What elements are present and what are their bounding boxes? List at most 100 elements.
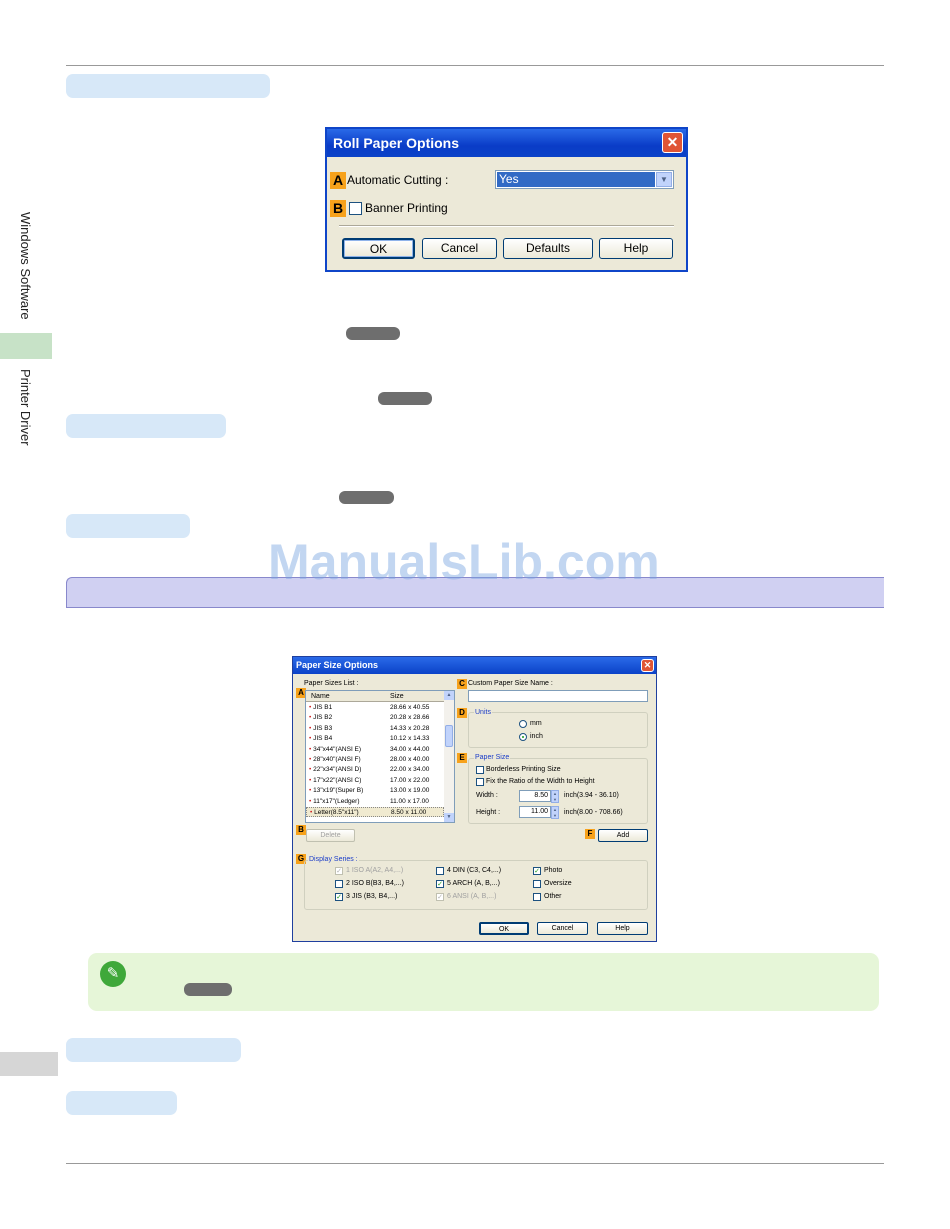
callout-badge-b: B <box>296 825 306 835</box>
list-item[interactable]: • 28"x40"(ANSI F)28.00 x 40.00 <box>306 755 444 765</box>
footer-rule <box>66 1163 884 1164</box>
series-photo-checkbox[interactable]: ✓ <box>533 867 541 875</box>
list-item[interactable]: • 34"x44"(ANSI E)34.00 x 44.00 <box>306 745 444 755</box>
page-reference-link[interactable] <box>346 327 400 340</box>
height-spinner[interactable]: ▲▼ <box>551 806 559 819</box>
list-item[interactable]: • 22"x34"(ANSI D)22.00 x 34.00 <box>306 765 444 775</box>
dialog-titlebar: Paper Size Options ✕ <box>293 657 656 674</box>
width-range: inch(3.94 - 36.10) <box>564 792 619 799</box>
note-box: ✎ <box>88 953 879 1011</box>
series-jis-label: 3 JIS (B3, B4,...) <box>346 893 398 900</box>
callout-badge-a: A <box>296 688 306 698</box>
header-rule <box>66 65 884 66</box>
paper-size-name: • JIS B4 <box>309 735 333 743</box>
scroll-down-icon[interactable]: ▼ <box>444 813 454 822</box>
list-header: Name Size <box>306 691 444 702</box>
paper-size-name: • 11"x17"(Ledger) <box>309 797 360 805</box>
paper-size-dimensions: 28.00 x 40.00 <box>390 756 430 763</box>
paper-size-dimensions: 20.28 x 28.66 <box>390 714 430 722</box>
series-arch-checkbox[interactable]: ✓ <box>436 880 444 888</box>
paper-size-name: • 13"x19"(Super B) <box>309 787 364 795</box>
page-reference-link[interactable] <box>184 983 232 996</box>
ok-button[interactable]: OK <box>342 238 415 259</box>
paper-size-dimensions: 11.00 x 17.00 <box>390 797 429 805</box>
defaults-button[interactable]: Defaults <box>503 238 593 259</box>
scroll-thumb[interactable] <box>445 725 453 747</box>
series-jis-checkbox[interactable]: ✓ <box>335 893 343 901</box>
dialog-title: Roll Paper Options <box>333 135 460 151</box>
heading-pill <box>66 1091 177 1115</box>
close-icon[interactable]: ✕ <box>641 659 654 672</box>
cancel-button[interactable]: Cancel <box>422 238 497 259</box>
paper-size-name: • 17"x22"(ANSI C) <box>309 776 362 784</box>
list-scrollbar[interactable]: ▲ ▼ <box>444 691 454 822</box>
column-header-name[interactable]: Name <box>311 693 330 700</box>
banner-printing-checkbox[interactable] <box>349 202 362 215</box>
dialog-title: Paper Size Options <box>296 660 379 670</box>
paper-size-name: • JIS B2 <box>309 714 333 722</box>
width-spinner[interactable]: ▲▼ <box>551 790 559 803</box>
add-button[interactable]: Add <box>598 829 648 842</box>
series-iso-a-label: 1 ISO A(A2, A4,...) <box>346 867 404 874</box>
banner-printing-label: Banner Printing <box>365 201 448 215</box>
ok-button[interactable]: OK <box>479 922 529 935</box>
page-reference-link[interactable] <box>378 392 432 405</box>
delete-button[interactable]: Delete <box>306 829 355 842</box>
column-header-size[interactable]: Size <box>390 693 404 700</box>
height-label: Height : <box>476 809 501 816</box>
series-photo-label: Photo <box>544 867 563 874</box>
units-group <box>468 712 648 748</box>
list-item[interactable]: • Letter(8.5"x11") 8.50 x 11.00 <box>306 807 444 817</box>
help-button[interactable]: Help <box>599 238 673 259</box>
series-ansi-label: 6 ANSI (A, B,...) <box>447 893 497 900</box>
heading-pill <box>66 514 190 538</box>
series-iso-b-label: 2 ISO B(B3, B4,...) <box>346 880 404 887</box>
close-icon[interactable]: ✕ <box>662 132 683 153</box>
display-series-label: Display Series : <box>308 856 359 863</box>
list-item[interactable]: • 17"x22"(ANSI C)17.00 x 22.00 <box>306 776 444 786</box>
list-item[interactable]: • JIS B4 10.12 x 14.33 <box>306 734 444 744</box>
paper-size-dimensions: 10.12 x 14.33 <box>390 735 430 743</box>
unit-inch-label: inch <box>530 733 543 740</box>
unit-inch-radio[interactable] <box>519 733 527 741</box>
series-din-checkbox[interactable] <box>436 867 444 875</box>
height-input[interactable]: 11.00 <box>519 806 551 818</box>
unit-mm-radio[interactable] <box>519 720 527 728</box>
page-reference-link[interactable] <box>339 491 394 504</box>
borderless-label: Borderless Printing Size <box>486 766 561 773</box>
paper-size-name: • JIS B1 <box>309 704 333 711</box>
list-item[interactable]: • 13"x19"(Super B)13.00 x 19.00 <box>306 786 444 796</box>
list-item[interactable]: • JIS B2 20.28 x 28.66 <box>306 713 444 723</box>
display-series-group <box>304 860 648 910</box>
series-other-checkbox[interactable] <box>533 893 541 901</box>
help-button[interactable]: Help <box>597 922 648 935</box>
callout-badge-b: B <box>330 200 346 217</box>
list-item[interactable]: • 11"x17"(Ledger) 11.00 x 17.00 <box>306 797 444 807</box>
paper-size-dimensions: 8.50 x 11.00 <box>391 809 427 816</box>
series-iso-a-checkbox[interactable]: ✓ <box>335 867 343 875</box>
custom-paper-size-name-input[interactable] <box>468 690 648 702</box>
series-iso-b-checkbox[interactable] <box>335 880 343 888</box>
automatic-cutting-value: Yes <box>497 172 655 187</box>
pencil-icon: ✎ <box>100 961 126 987</box>
page-tab-marker <box>0 1052 58 1076</box>
series-oversize-checkbox[interactable] <box>533 880 541 888</box>
width-input[interactable]: 8.50 <box>519 790 551 802</box>
fix-ratio-label: Fix the Ratio of the Width to Height <box>486 778 595 785</box>
automatic-cutting-select[interactable]: Yes ▼ <box>495 170 674 189</box>
paper-size-group <box>468 758 648 824</box>
series-oversize-label: Oversize <box>544 880 572 887</box>
automatic-cutting-label: Automatic Cutting : <box>347 173 449 187</box>
cancel-button[interactable]: Cancel <box>537 922 588 935</box>
paper-size-name: • Letter(8.5"x11") <box>310 809 359 816</box>
series-ansi-checkbox[interactable]: ✓ <box>436 893 444 901</box>
callout-badge-f: F <box>585 829 595 839</box>
paper-size-options-dialog: Paper Size Options ✕ Paper Sizes List : … <box>292 656 657 942</box>
borderless-checkbox[interactable] <box>476 766 484 774</box>
chevron-down-icon[interactable]: ▼ <box>656 172 672 187</box>
scroll-up-icon[interactable]: ▲ <box>444 691 454 700</box>
fix-ratio-checkbox[interactable] <box>476 778 484 786</box>
